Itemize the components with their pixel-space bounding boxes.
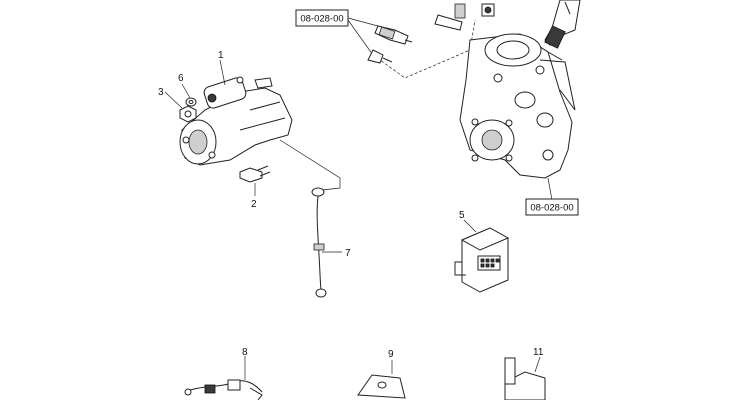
callout-label-1: 1 xyxy=(218,50,224,61)
callout-label-9: 9 xyxy=(388,349,394,360)
callout-label-2: 2 xyxy=(251,199,257,210)
callout-1: 1 xyxy=(218,50,226,86)
callout-9: 9 xyxy=(388,349,394,360)
callout-label-6: 6 xyxy=(178,73,184,84)
glow-plug-lower[interactable] xyxy=(367,49,393,64)
ref-box-top-label: 08-028-00 xyxy=(300,14,343,25)
callout-11: 11 xyxy=(533,347,544,358)
cable-leader xyxy=(279,139,341,191)
glow-plug-upper[interactable] xyxy=(374,25,413,45)
ref-box-top[interactable]: 08-028-00 xyxy=(295,9,349,27)
callout-6: 6 xyxy=(178,73,191,99)
callout-2: 2 xyxy=(251,183,257,210)
relay-part-11[interactable] xyxy=(504,356,546,401)
battery-cable-7[interactable] xyxy=(311,187,327,298)
nut-part-3[interactable] xyxy=(179,105,197,123)
pump-housing[interactable] xyxy=(459,33,576,179)
relay-part-5[interactable] xyxy=(454,227,510,293)
ref-box-pump[interactable]: 08-028-00 xyxy=(525,177,579,216)
callout-8: 8 xyxy=(242,347,248,358)
washer-part-6[interactable] xyxy=(185,97,197,107)
temperature-sender[interactable] xyxy=(544,0,581,49)
callout-7: 7 xyxy=(322,248,351,259)
callout-label-11: 11 xyxy=(533,347,544,358)
callout-5: 5 xyxy=(459,210,477,233)
callout-label-5: 5 xyxy=(459,210,465,221)
starter-motor[interactable] xyxy=(179,76,293,166)
harness-part-8[interactable] xyxy=(184,356,263,401)
bracket-part-9[interactable] xyxy=(357,360,406,399)
sensor-top[interactable] xyxy=(434,3,495,31)
callout-label-3: 3 xyxy=(158,87,164,98)
relay-pins xyxy=(480,258,500,268)
ref-leader-lines-top xyxy=(347,17,476,79)
callout-label-7: 7 xyxy=(345,248,351,259)
callout-label-8: 8 xyxy=(242,347,248,358)
callout-3: 3 xyxy=(158,87,183,109)
ref-box-pump-label: 08-028-00 xyxy=(530,203,573,214)
bolt-part-2[interactable] xyxy=(239,165,271,183)
